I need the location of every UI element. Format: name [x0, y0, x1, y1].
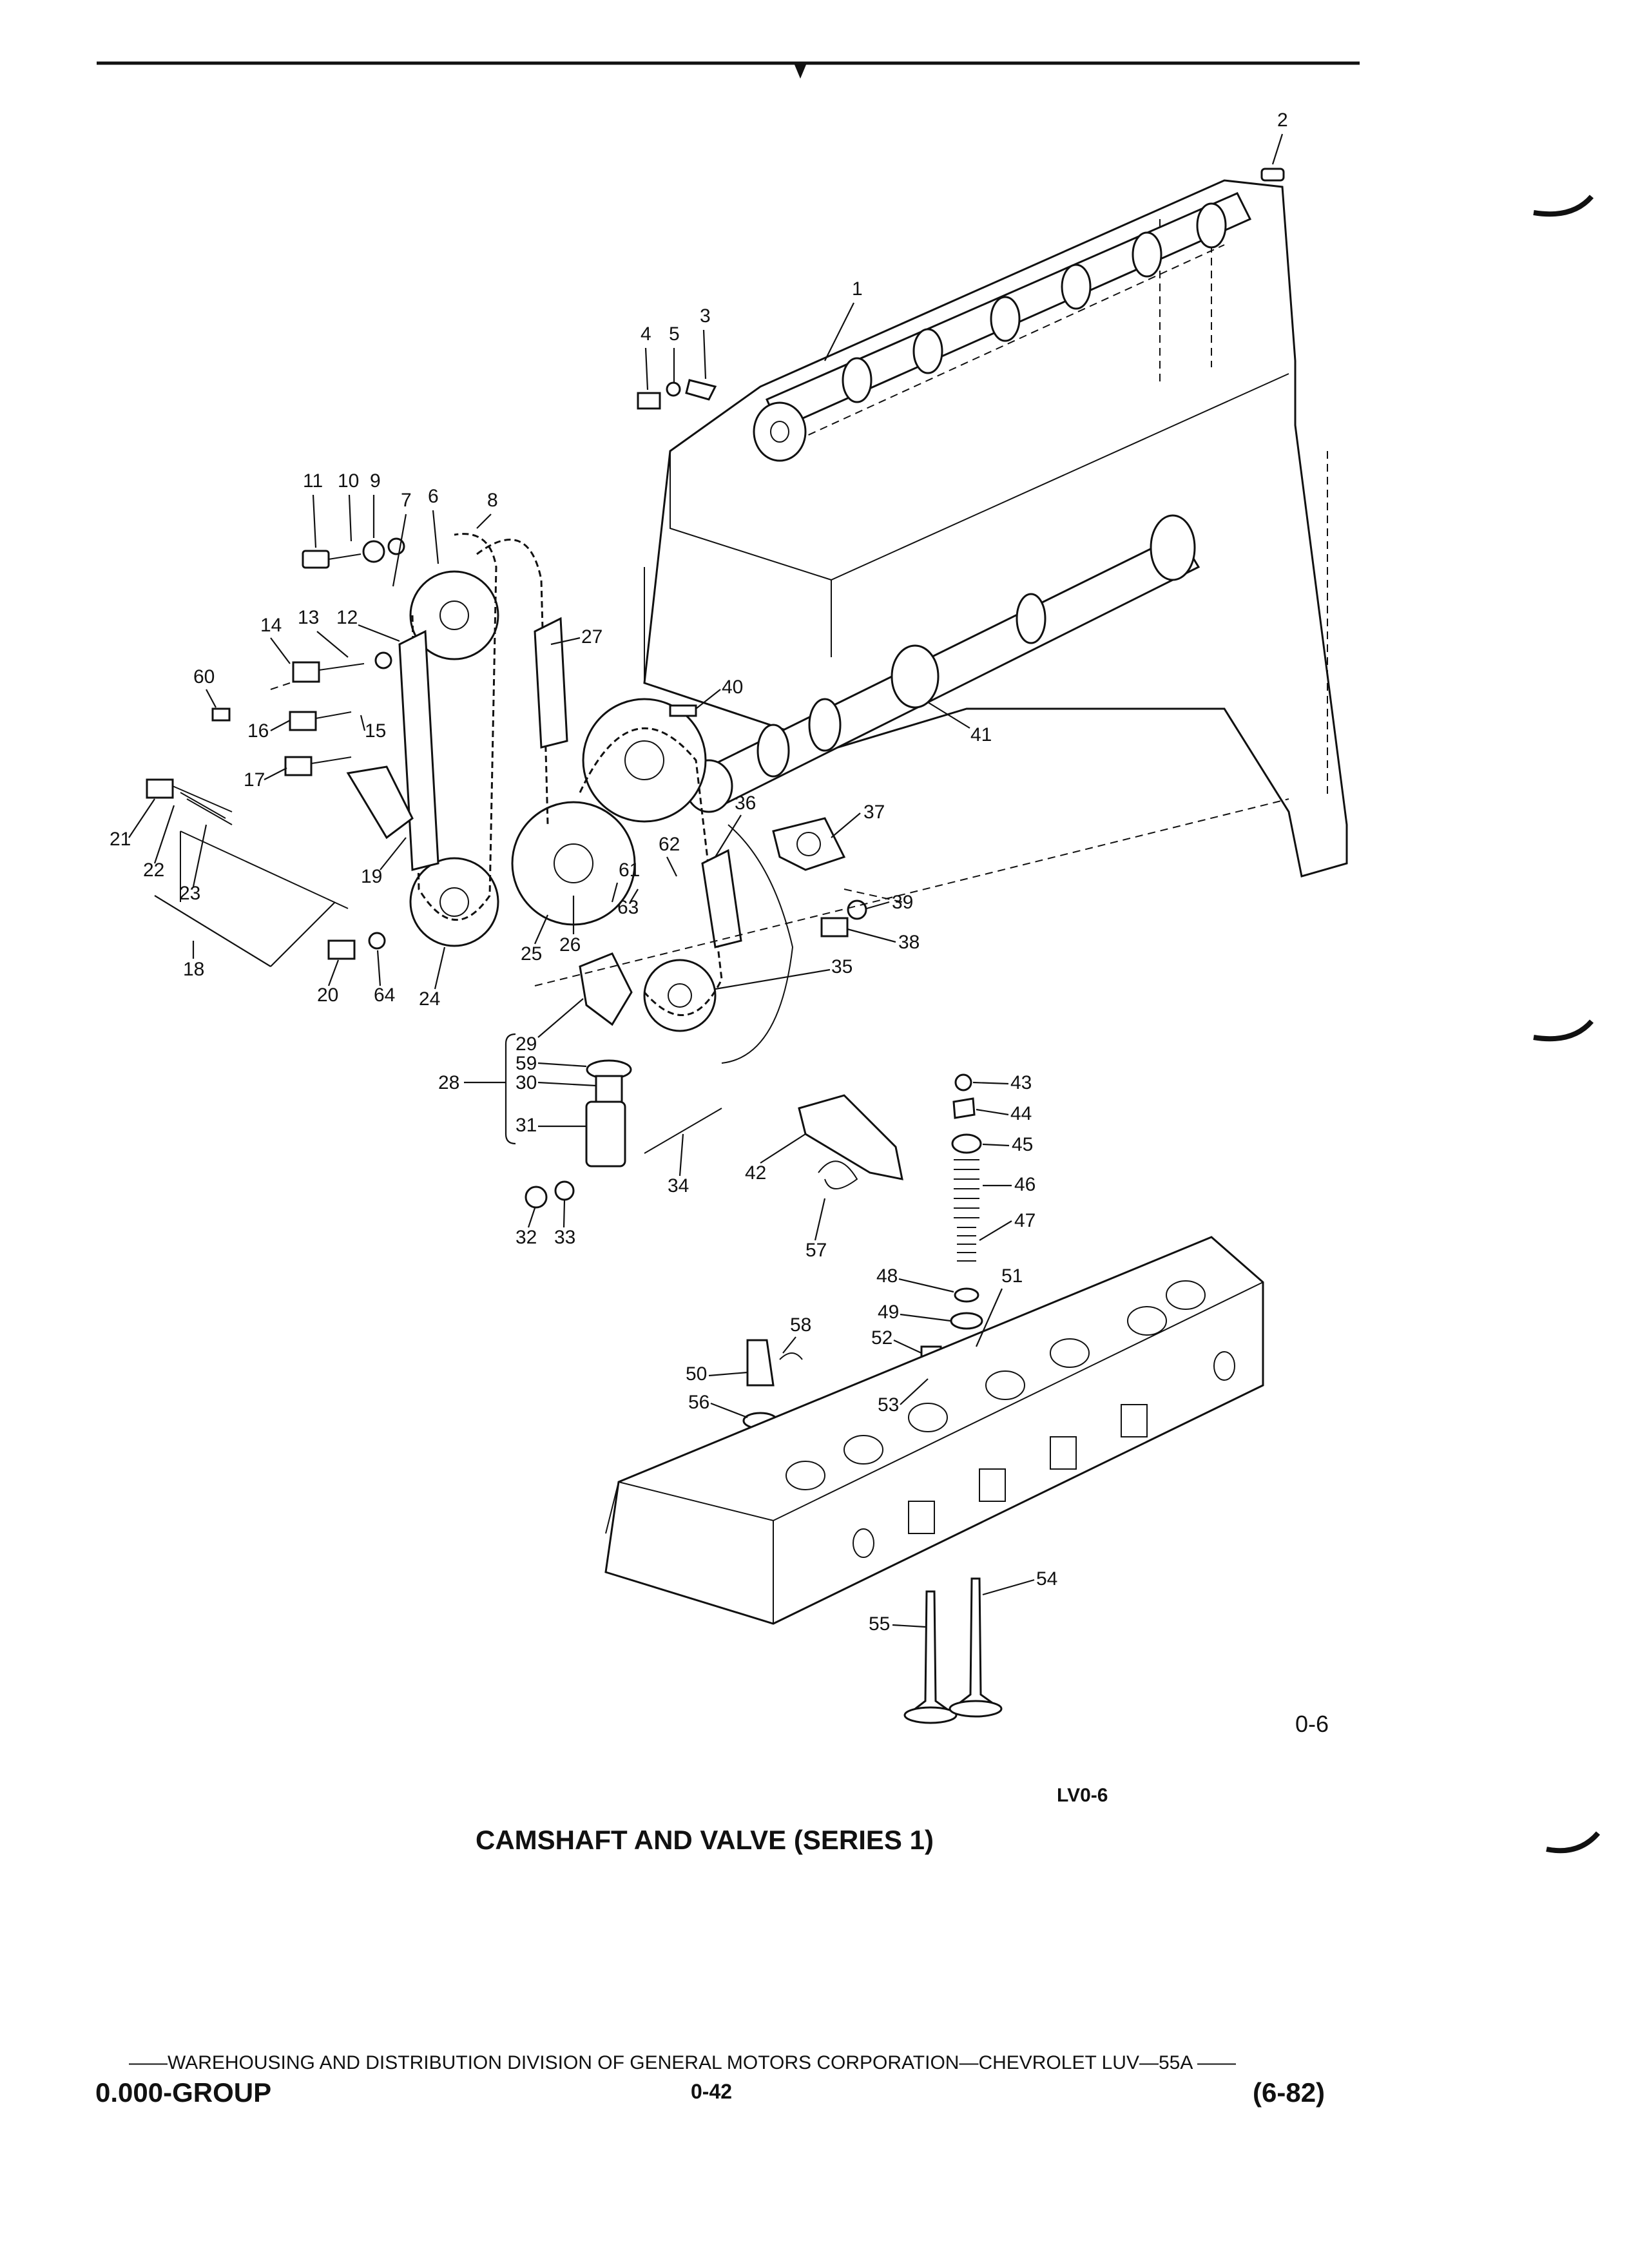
callout-19: 19: [361, 866, 382, 887]
assembly-lines: [180, 682, 1289, 986]
callout-32: 32: [516, 1227, 537, 1248]
callout-4: 4: [641, 323, 651, 345]
callout-3: 3: [700, 305, 711, 327]
figure-id: 0-6: [1295, 1711, 1329, 1737]
callout-33: 33: [554, 1227, 575, 1248]
tensioner-assembly: [525, 952, 722, 1209]
callout-62: 62: [659, 834, 680, 855]
callout-50: 50: [686, 1363, 707, 1385]
callout-14: 14: [260, 615, 282, 636]
callout-18: 18: [183, 959, 204, 980]
callout-63: 63: [617, 897, 639, 918]
callout-13: 13: [298, 607, 319, 628]
callout-36: 36: [735, 793, 756, 814]
callout-24: 24: [419, 988, 440, 1010]
binding-mark: [1533, 195, 1594, 217]
callout-21: 21: [110, 829, 131, 850]
callout-7: 7: [401, 490, 412, 511]
callout-23: 23: [179, 883, 200, 904]
callout-17: 17: [244, 769, 265, 791]
callout-8: 8: [487, 490, 498, 511]
callout-35: 35: [831, 956, 853, 977]
callout-49: 49: [878, 1302, 899, 1323]
callout-58: 58: [790, 1314, 811, 1336]
callout-16: 16: [247, 720, 269, 742]
callout-59: 59: [516, 1053, 537, 1074]
callouts: 1 2 3 4 5 6 7 8 9 10 11 12 13 14 15 16 1…: [110, 110, 1288, 1635]
callout-37: 37: [863, 802, 885, 823]
callout-27: 27: [581, 626, 602, 648]
callout-38: 38: [898, 932, 920, 953]
callout-25: 25: [521, 943, 542, 965]
callout-48: 48: [876, 1265, 898, 1287]
callout-64: 64: [374, 985, 395, 1006]
callout-30: 30: [516, 1072, 537, 1093]
callout-52: 52: [871, 1327, 892, 1349]
callout-57: 57: [805, 1240, 827, 1261]
callout-56: 56: [688, 1392, 709, 1413]
figure-caption: CAMSHAFT AND VALVE (SERIES 1): [476, 1825, 934, 1855]
callout-45: 45: [1012, 1134, 1033, 1155]
callout-10: 10: [338, 470, 359, 492]
lower-camshaft: [684, 514, 1200, 813]
callout-1: 1: [852, 278, 863, 300]
callout-43: 43: [1010, 1072, 1032, 1093]
callout-55: 55: [869, 1613, 890, 1635]
callout-34: 34: [668, 1175, 689, 1196]
footer-publisher-line: ——WAREHOUSING AND DISTRIBUTION DIVISION …: [129, 2052, 1237, 2073]
callout-11: 11: [303, 470, 323, 492]
callout-15: 15: [365, 720, 386, 742]
chain-guides: [346, 617, 742, 948]
callout-28: 28: [438, 1072, 459, 1093]
plate-code: LV0-6: [1057, 1785, 1108, 1806]
callout-61: 61: [619, 860, 640, 881]
callout-47: 47: [1014, 1210, 1036, 1231]
top-rule-marker: [794, 63, 807, 79]
callout-31: 31: [516, 1115, 537, 1136]
callout-46: 46: [1014, 1174, 1036, 1195]
callout-60: 60: [193, 666, 215, 687]
callout-41: 41: [970, 724, 992, 745]
upper-camshaft: [753, 168, 1285, 462]
sprockets: [409, 570, 717, 1032]
page-number: 0-42: [691, 2080, 733, 2103]
group-code: 0.000-GROUP: [95, 2077, 272, 2108]
callout-42: 42: [745, 1162, 766, 1184]
callout-53: 53: [878, 1394, 899, 1416]
callout-2: 2: [1277, 110, 1288, 131]
binding-mark: [1533, 1019, 1594, 1042]
seal-plate: [721, 817, 846, 1064]
callout-22: 22: [143, 860, 164, 881]
callout-44: 44: [1010, 1103, 1032, 1124]
cylinder-head-lower: [604, 1236, 1264, 1625]
callout-29: 29: [516, 1033, 537, 1055]
callout-5: 5: [669, 323, 680, 345]
revision-date: (6-82): [1253, 2077, 1325, 2108]
callout-20: 20: [317, 985, 338, 1006]
callout-9: 9: [370, 470, 381, 492]
callout-51: 51: [1001, 1265, 1023, 1287]
callout-54: 54: [1036, 1568, 1057, 1590]
timing-chains: [411, 533, 723, 1017]
binding-mark: [1546, 1831, 1601, 1854]
callout-39: 39: [892, 892, 913, 913]
callout-40: 40: [722, 677, 743, 698]
callout-26: 26: [559, 934, 581, 956]
rocker-arm: [798, 1094, 903, 1189]
callout-6: 6: [428, 486, 439, 507]
callout-12: 12: [336, 607, 358, 628]
loose-valves: [903, 1577, 1003, 1724]
